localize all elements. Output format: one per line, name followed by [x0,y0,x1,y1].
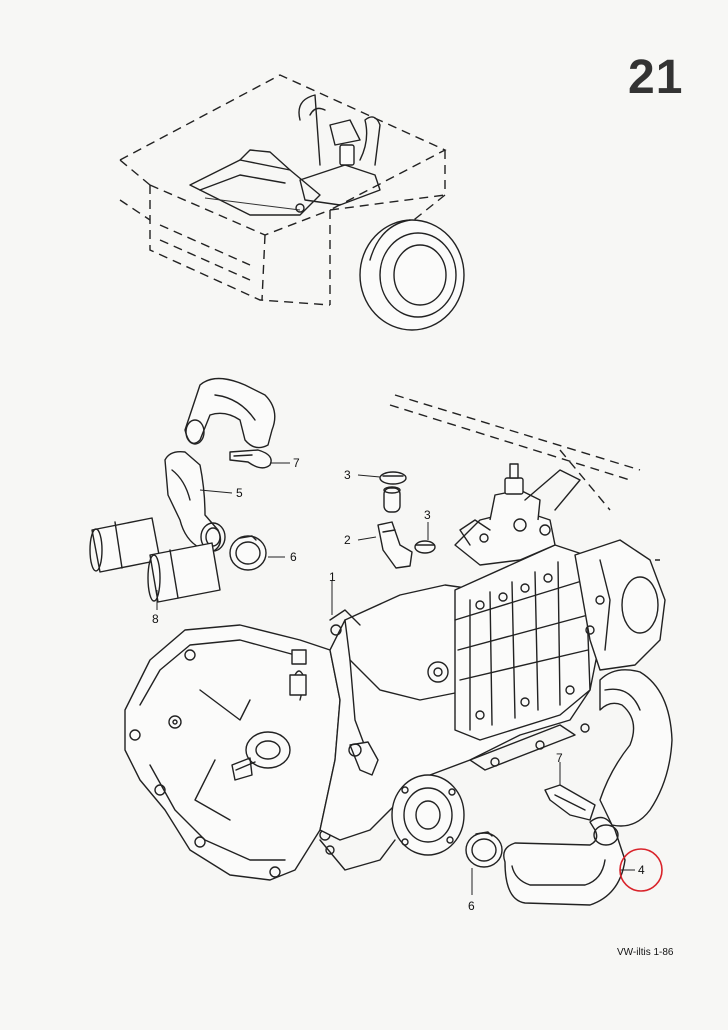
callout-5: 5 [236,486,243,500]
callout-8: 8 [152,612,159,626]
callout-2: 2 [344,533,351,547]
part-5-bellows-hose [164,377,276,553]
callout-1: 1 [329,570,336,584]
part-2-breather-hose [377,521,413,569]
gearbox-assembly [124,463,666,881]
highlight-circle [619,848,663,892]
part-6-hose-clamps [229,535,503,868]
document-reference: VW-iltis 1-86 [617,947,674,958]
vehicle-location-inset [119,74,465,331]
callout-7b: 7 [556,751,563,765]
callout-leaders [156,462,635,895]
page-number: 21 [628,51,684,104]
part-4-elbow-hose [503,816,626,906]
callout-3b: 3 [424,508,431,522]
callout-3a: 3 [344,468,351,482]
callout-4: 4 [638,863,645,877]
callout-6b: 6 [468,899,475,913]
part-8-rubber-sleeves [89,517,221,603]
callout-6a: 6 [290,550,297,564]
callout-7a: 7 [293,456,300,470]
part-3-hose-clamps [379,471,436,554]
callout-labels: 1 2 3 3 4 5 6 6 7 7 8 [152,456,645,913]
